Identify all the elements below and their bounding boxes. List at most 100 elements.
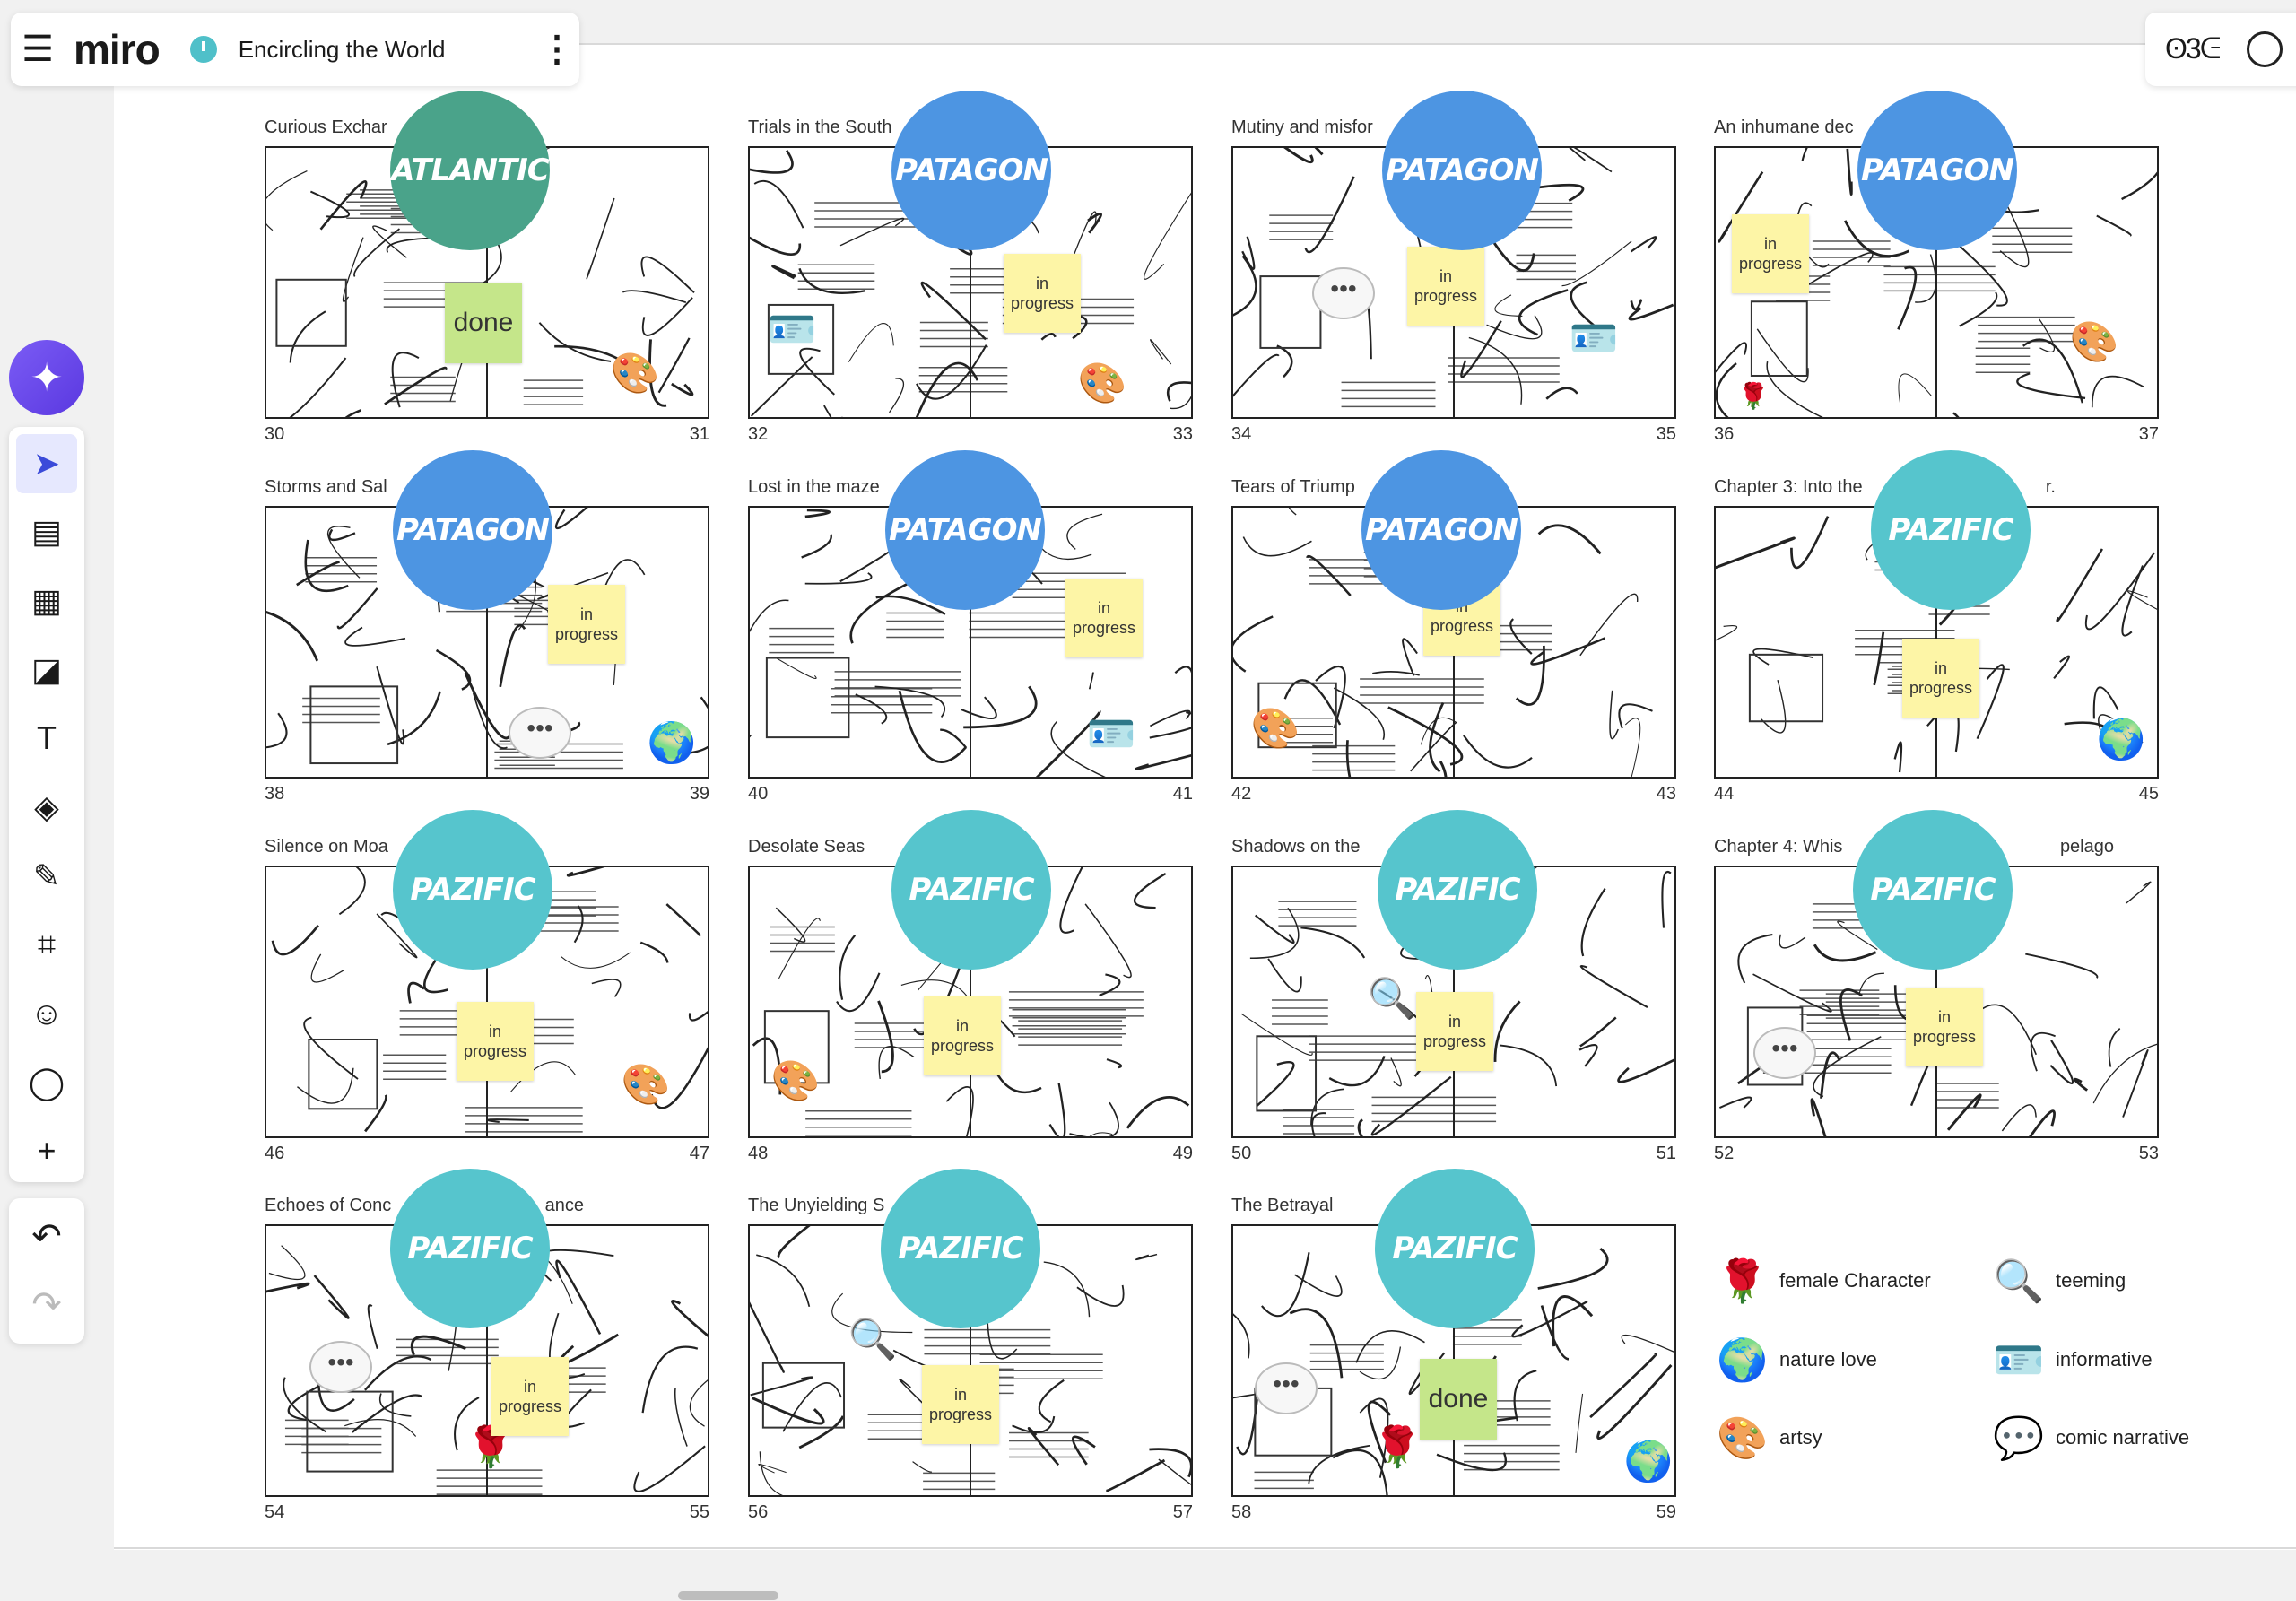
region-circle[interactable]: PAZIFIC [1853, 810, 2013, 970]
sketch-illustration [1716, 148, 2157, 417]
region-circle[interactable]: PAZIFIC [881, 1169, 1040, 1328]
hamburger-menu-icon[interactable]: ☰ [22, 30, 54, 69]
region-circle[interactable]: ATLANTIC [390, 91, 550, 250]
select-tool-cursor-icon[interactable]: ➤ [16, 434, 77, 493]
legend-item: 🌍 nature love [1715, 1332, 1877, 1388]
miro-logo[interactable]: miro [74, 26, 161, 73]
left-page-number: 46 [265, 1144, 285, 1163]
spread-caption: Desolate Seas [748, 837, 865, 857]
region-circle[interactable]: PAZIFIC [1378, 810, 1537, 970]
region-circle[interactable]: PAZIFIC [891, 810, 1051, 970]
reactions-icon[interactable]: ʘ3ᕮ [2165, 32, 2221, 65]
horizontal-scrollbar[interactable] [678, 1591, 778, 1600]
region-circle[interactable]: PATAGON [393, 450, 552, 610]
speech-bubble-icon[interactable]: 💬 [1993, 1414, 2045, 1461]
right-page-number: 51 [1656, 1144, 1676, 1163]
right-page-number: 55 [689, 1502, 709, 1522]
spread-caption: An inhumane dec [1714, 117, 1854, 137]
region-circle[interactable]: PAZIFIC [390, 1169, 550, 1328]
id-badge-icon[interactable]: 🪪 [767, 308, 817, 352]
sticky-note-tool-icon[interactable]: ◪ [30, 651, 62, 688]
speech-bubble-icon[interactable]: ••• [1255, 1362, 1318, 1414]
emoji-sticker-tool-icon[interactable]: ☺ [30, 995, 64, 1031]
rose-icon[interactable]: 🌹 [1737, 382, 1770, 410]
text-tool-icon[interactable]: T [37, 719, 57, 756]
region-circle[interactable]: PATAGON [1361, 450, 1521, 610]
region-circle[interactable]: PATAGON [885, 450, 1045, 610]
status-sticky-note[interactable]: in progress [548, 585, 625, 664]
region-circle[interactable]: PAZIFIC [1375, 1169, 1535, 1328]
status-sticky-note[interactable]: in progress [1902, 639, 1979, 718]
region-circle[interactable]: PAZIFIC [1871, 450, 2031, 610]
palette-icon[interactable]: 🎨 [2069, 320, 2119, 364]
spread-caption: Curious Exchar [265, 117, 387, 137]
board-title[interactable]: Encircling the World [238, 35, 446, 63]
status-sticky-note[interactable]: in progress [1407, 247, 1484, 326]
rose-icon[interactable]: 🌹 [1717, 1257, 1769, 1304]
palette-icon[interactable]: 🎨 [621, 1063, 671, 1107]
clock-icon[interactable] [189, 36, 217, 63]
palette-icon[interactable]: 🎨 [610, 352, 660, 396]
status-sticky-note[interactable]: in progress [1004, 254, 1081, 333]
templates-tool-icon[interactable]: ▦ [30, 582, 62, 619]
frame-tool-icon[interactable]: ⌗ [37, 925, 57, 962]
spread-caption-tail: pelago [2059, 837, 2114, 857]
shapes-tool-icon[interactable]: ◈ [34, 788, 59, 825]
palette-icon[interactable]: 🎨 [1250, 707, 1300, 751]
speech-bubble-icon[interactable]: ••• [1312, 267, 1375, 319]
globe-icon[interactable]: 🌍 [647, 721, 697, 765]
id-badge-icon[interactable]: 🪪 [1086, 712, 1136, 756]
status-sticky-note[interactable]: done [1420, 1359, 1497, 1440]
region-circle[interactable]: PATAGON [1382, 91, 1542, 250]
pen-tool-icon[interactable]: ✎ [32, 857, 61, 894]
legend-item: 🌹female Character [1715, 1253, 1930, 1309]
right-page-number: 59 [1656, 1502, 1676, 1522]
undo-icon[interactable]: ↶ [31, 1217, 62, 1257]
globe-icon[interactable]: 🌍 [1623, 1440, 1674, 1484]
speech-bubble-icon[interactable]: ••• [509, 707, 571, 759]
id-badge-icon[interactable]: 🪪 [1993, 1336, 2045, 1383]
spread-caption: The Unyielding S [748, 1196, 885, 1215]
status-sticky-note[interactable]: in progress [922, 1365, 999, 1444]
magnifier-icon[interactable]: 🔍 [848, 1318, 898, 1362]
region-circle[interactable]: PATAGON [891, 91, 1051, 250]
palette-icon[interactable]: 🎨 [770, 1059, 821, 1103]
ai-assist-button[interactable]: ✦ [9, 340, 84, 415]
left-page-number: 38 [265, 784, 285, 804]
status-sticky-note[interactable]: in progress [491, 1357, 569, 1436]
sketch-illustration [266, 508, 708, 770]
left-page-number: 42 [1231, 784, 1252, 804]
legend-label: comic narrative [2056, 1426, 2190, 1449]
status-sticky-note[interactable]: in progress [1416, 992, 1493, 1071]
tools-toolbar: ➤ ▤ ▦ ◪ T ◈ ✎ ⌗ ☺ ◯ + [9, 427, 84, 1182]
redo-icon[interactable]: ↷ [31, 1285, 62, 1325]
region-circle[interactable]: PAZIFIC [393, 810, 552, 970]
status-sticky-note[interactable]: in progress [1732, 214, 1809, 293]
magnifier-icon[interactable]: 🔍 [1993, 1257, 2045, 1304]
add-more-tools-icon[interactable]: + [37, 1132, 57, 1169]
left-page-number: 50 [1231, 1144, 1252, 1163]
id-badge-icon[interactable]: 🪪 [1569, 317, 1619, 361]
region-circle[interactable]: PATAGON [1857, 91, 2017, 250]
right-page-number: 31 [689, 424, 709, 444]
palette-icon[interactable]: 🎨 [1077, 361, 1127, 405]
globe-icon[interactable]: 🌍 [2096, 718, 2146, 761]
more-options-icon[interactable]: ⋮ [539, 30, 575, 69]
legend-label: nature love [1779, 1348, 1877, 1370]
status-sticky-note[interactable]: in progress [924, 996, 1001, 1075]
globe-icon[interactable]: 🌍 [1717, 1336, 1769, 1383]
status-sticky-note[interactable]: done [445, 283, 522, 363]
rose-icon[interactable]: 🌹 [1372, 1425, 1422, 1469]
status-sticky-note[interactable]: in progress [1065, 579, 1143, 657]
status-sticky-note[interactable]: in progress [1906, 988, 1983, 1066]
chat-icon[interactable] [2246, 31, 2283, 67]
palette-icon[interactable]: 🎨 [1717, 1414, 1769, 1461]
spread-caption: Trials in the South [748, 117, 892, 137]
status-sticky-note[interactable]: in progress [457, 1002, 534, 1081]
magnifier-icon[interactable]: 🔍 [1367, 977, 1417, 1021]
doc-tool-icon[interactable]: ▤ [30, 513, 62, 550]
speech-bubble-icon[interactable]: ••• [1753, 1027, 1816, 1079]
speech-bubble-icon[interactable]: ••• [309, 1341, 372, 1393]
left-page-number: 52 [1714, 1144, 1735, 1163]
comment-tool-icon[interactable]: ◯ [28, 1064, 65, 1101]
